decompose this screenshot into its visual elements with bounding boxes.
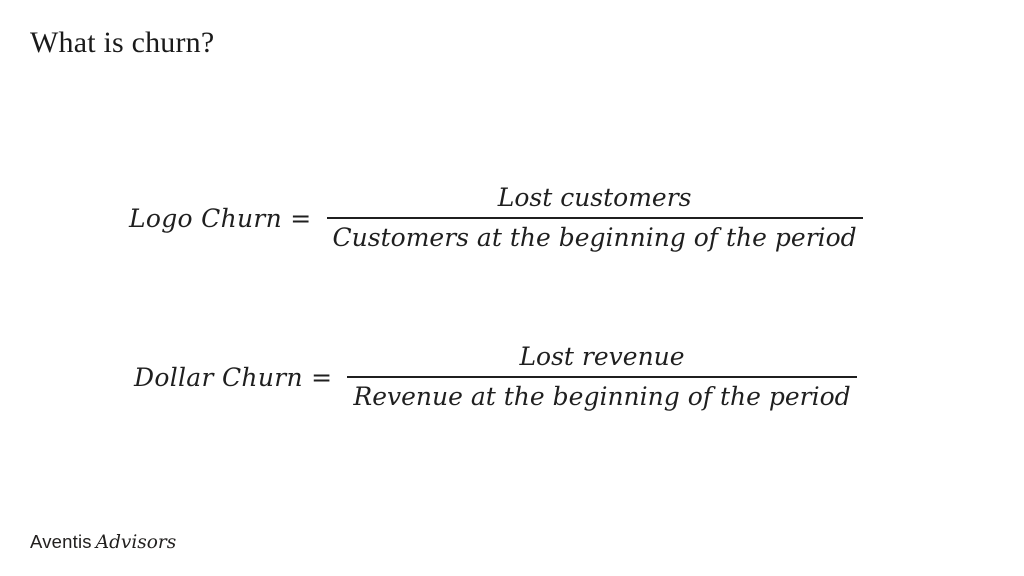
logo-churn-label: Logo Churn =	[129, 203, 312, 233]
dollar-churn-label: Dollar Churn =	[134, 362, 333, 392]
dollar-churn-numerator: Lost revenue	[519, 342, 685, 371]
logo-churn-fraction: Lost customers Customers at the beginnin…	[326, 183, 863, 253]
logo-churn-formula: Logo Churn = Lost customers Customers at…	[129, 183, 863, 253]
dollar-churn-formula: Dollar Churn = Lost revenue Revenue at t…	[134, 342, 857, 412]
logo-churn-denominator: Customers at the beginning of the period	[326, 217, 863, 253]
logo-churn-numerator: Lost customers	[497, 183, 692, 212]
dollar-churn-fraction: Lost revenue Revenue at the beginning of…	[347, 342, 857, 412]
page-title: What is churn?	[30, 26, 215, 59]
brand-suffix: Advisors	[95, 532, 177, 553]
brand-name: Aventis	[30, 531, 92, 552]
dollar-churn-denominator: Revenue at the beginning of the period	[347, 376, 857, 412]
